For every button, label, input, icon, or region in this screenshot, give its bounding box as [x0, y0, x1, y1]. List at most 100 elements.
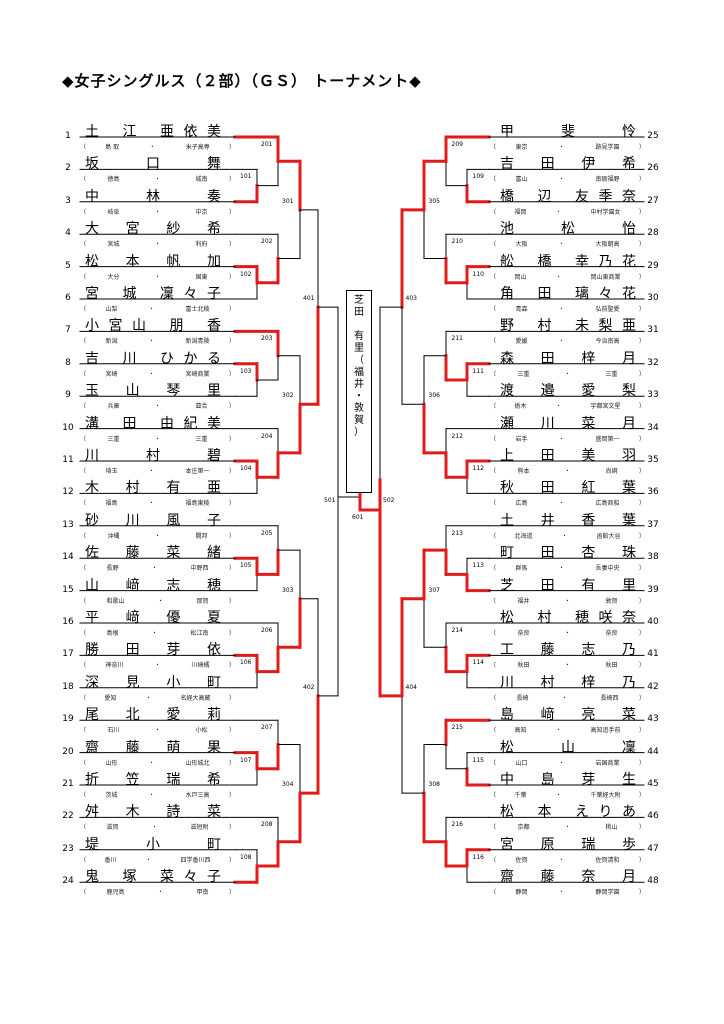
- prefecture: 香川: [104, 856, 117, 864]
- player-affiliation: （青森・弘前聖愛）: [490, 306, 645, 313]
- prefecture: 鹿児島: [106, 889, 125, 897]
- player-name-text: 川 村 碧: [85, 448, 225, 464]
- prefecture: 沖縄: [107, 532, 120, 540]
- player-affiliation: （奈良・奈良）: [490, 630, 645, 637]
- prefecture: 大阪: [515, 241, 528, 249]
- match-number: 102: [240, 270, 252, 278]
- match-number: 402: [303, 683, 315, 691]
- prefecture: 山形: [105, 759, 118, 767]
- match-number: 204: [261, 432, 273, 440]
- player-affiliation: （熊本・尚絅）: [490, 468, 645, 475]
- player-name: 甲 斐 怜: [500, 121, 640, 140]
- player-number: 40: [647, 617, 659, 627]
- school: 滋短附: [190, 824, 209, 832]
- match-number: 104: [240, 465, 252, 472]
- player-number: 2: [65, 163, 71, 174]
- player-affiliation: （宮城・利府）: [80, 241, 235, 249]
- match-number: 209: [451, 141, 463, 148]
- school: 奈良: [605, 630, 618, 637]
- match-number: 302: [282, 392, 294, 400]
- champion-affiliation-char: 福: [354, 367, 364, 378]
- player-name-text: 尾 北 愛 莉: [85, 707, 225, 724]
- player-affiliation: （愛知・名経大高蔵）: [80, 694, 235, 702]
- school: 川崎橘: [191, 662, 210, 670]
- school: 弘前聖愛: [595, 306, 620, 313]
- player-name-text: 町 田 杏 珠: [500, 545, 640, 562]
- player-number: 45: [647, 779, 659, 789]
- school: 吾妻中央: [595, 565, 620, 573]
- player-name-text: 橋 辺 友季奈: [500, 188, 640, 205]
- player-name: 角 田 璃々花: [500, 283, 640, 302]
- player-name: 工 藤 志 乃: [500, 639, 640, 658]
- school: 甲南: [196, 889, 209, 897]
- prefecture: 石川: [107, 727, 120, 735]
- player-name: 大 宮 紗 希: [85, 218, 225, 237]
- prefecture: 岐阜: [107, 208, 120, 216]
- player-number: 16: [62, 617, 74, 627]
- player-name: 川 村 梓 乃: [500, 672, 640, 691]
- player-number: 19: [62, 714, 74, 725]
- player-name-text: 深 見 小 町: [85, 674, 225, 691]
- prefecture: 富山: [515, 176, 528, 184]
- match-number: 116: [472, 853, 484, 861]
- player-number: 25: [647, 131, 659, 141]
- player-name: 深 見 小 町: [85, 672, 225, 691]
- prefecture: 福島: [105, 500, 118, 508]
- prefecture: 静岡: [515, 889, 528, 897]
- player-number: 8: [65, 357, 71, 368]
- school: 利府: [195, 241, 208, 249]
- prefecture: 佐賀: [515, 856, 528, 864]
- player-name-text: 芝 田 有 里: [500, 577, 640, 594]
- player-name: 島 﨑 亮 菜: [500, 704, 640, 723]
- player-name: 堤 小 町: [85, 834, 225, 853]
- prefecture: 栃木: [514, 403, 527, 411]
- player-affiliation: （香川・四学香川西）: [80, 856, 235, 864]
- school: 米子高専: [185, 144, 210, 151]
- player-affiliation: （沖縄・開邦）: [80, 532, 235, 540]
- school: 函館大谷: [596, 532, 621, 540]
- prefecture: 長野: [106, 565, 119, 573]
- match-number: 304: [282, 781, 294, 789]
- school: 静岡学園: [595, 889, 620, 897]
- player-name-text: 秋 田 紅 葉: [500, 480, 640, 497]
- match-number: 211: [451, 335, 463, 343]
- match-number: 210: [451, 238, 463, 246]
- match-number: 203: [261, 335, 273, 343]
- prefecture: 群馬: [515, 565, 528, 573]
- prefecture: 兵庫: [107, 403, 120, 411]
- player-affiliation: （宮崎・宮崎商業）: [80, 370, 235, 378]
- champion-name-char: 里: [354, 343, 364, 354]
- school: 南砺福野: [595, 176, 620, 184]
- match-number: 401: [303, 295, 315, 303]
- player-name: 小宮山 朋 香: [85, 315, 225, 334]
- match-number: 111: [472, 367, 484, 375]
- champion-name-char: 芝: [354, 295, 364, 306]
- school: 中京: [195, 208, 208, 216]
- prefecture: 徳島: [107, 176, 120, 184]
- player-affiliation: （新潟・新潟青陵）: [80, 338, 235, 346]
- player-affiliation: （栃木・宇都宮文星）: [490, 403, 645, 411]
- player-name: 町 田 杏 珠: [500, 542, 640, 562]
- player-name: 秋 田 紅 葉: [500, 477, 640, 497]
- match-number: 113: [472, 562, 484, 570]
- player-name: 松 本 えりあ: [500, 801, 640, 820]
- prefecture: 埼玉: [105, 468, 118, 475]
- player-number: 10: [62, 422, 74, 433]
- player-affiliation: （大阪・大阪朝高）: [490, 241, 645, 249]
- player-name: 松 村 穂咲奈: [500, 607, 640, 626]
- prefecture: 岡山: [514, 273, 527, 281]
- champion-affiliation-char: 賀: [354, 415, 364, 426]
- prefecture: 三重: [517, 370, 530, 378]
- match-number: 201: [261, 141, 273, 148]
- player-number: 34: [647, 422, 659, 433]
- player-name: 舩 橋 幸乃花: [500, 251, 640, 270]
- player-number: 43: [647, 714, 659, 725]
- player-number: 11: [62, 455, 74, 465]
- player-affiliation: （鹿児島・甲南）: [80, 889, 235, 897]
- prefecture: 秋田: [517, 662, 530, 670]
- player-number: 9: [65, 390, 71, 401]
- prefecture: 山口: [515, 759, 528, 767]
- player-affiliation: （島根・松江南）: [80, 630, 235, 637]
- player-affiliation: （長崎・長崎西）: [490, 694, 645, 702]
- player-number: 30: [647, 293, 659, 303]
